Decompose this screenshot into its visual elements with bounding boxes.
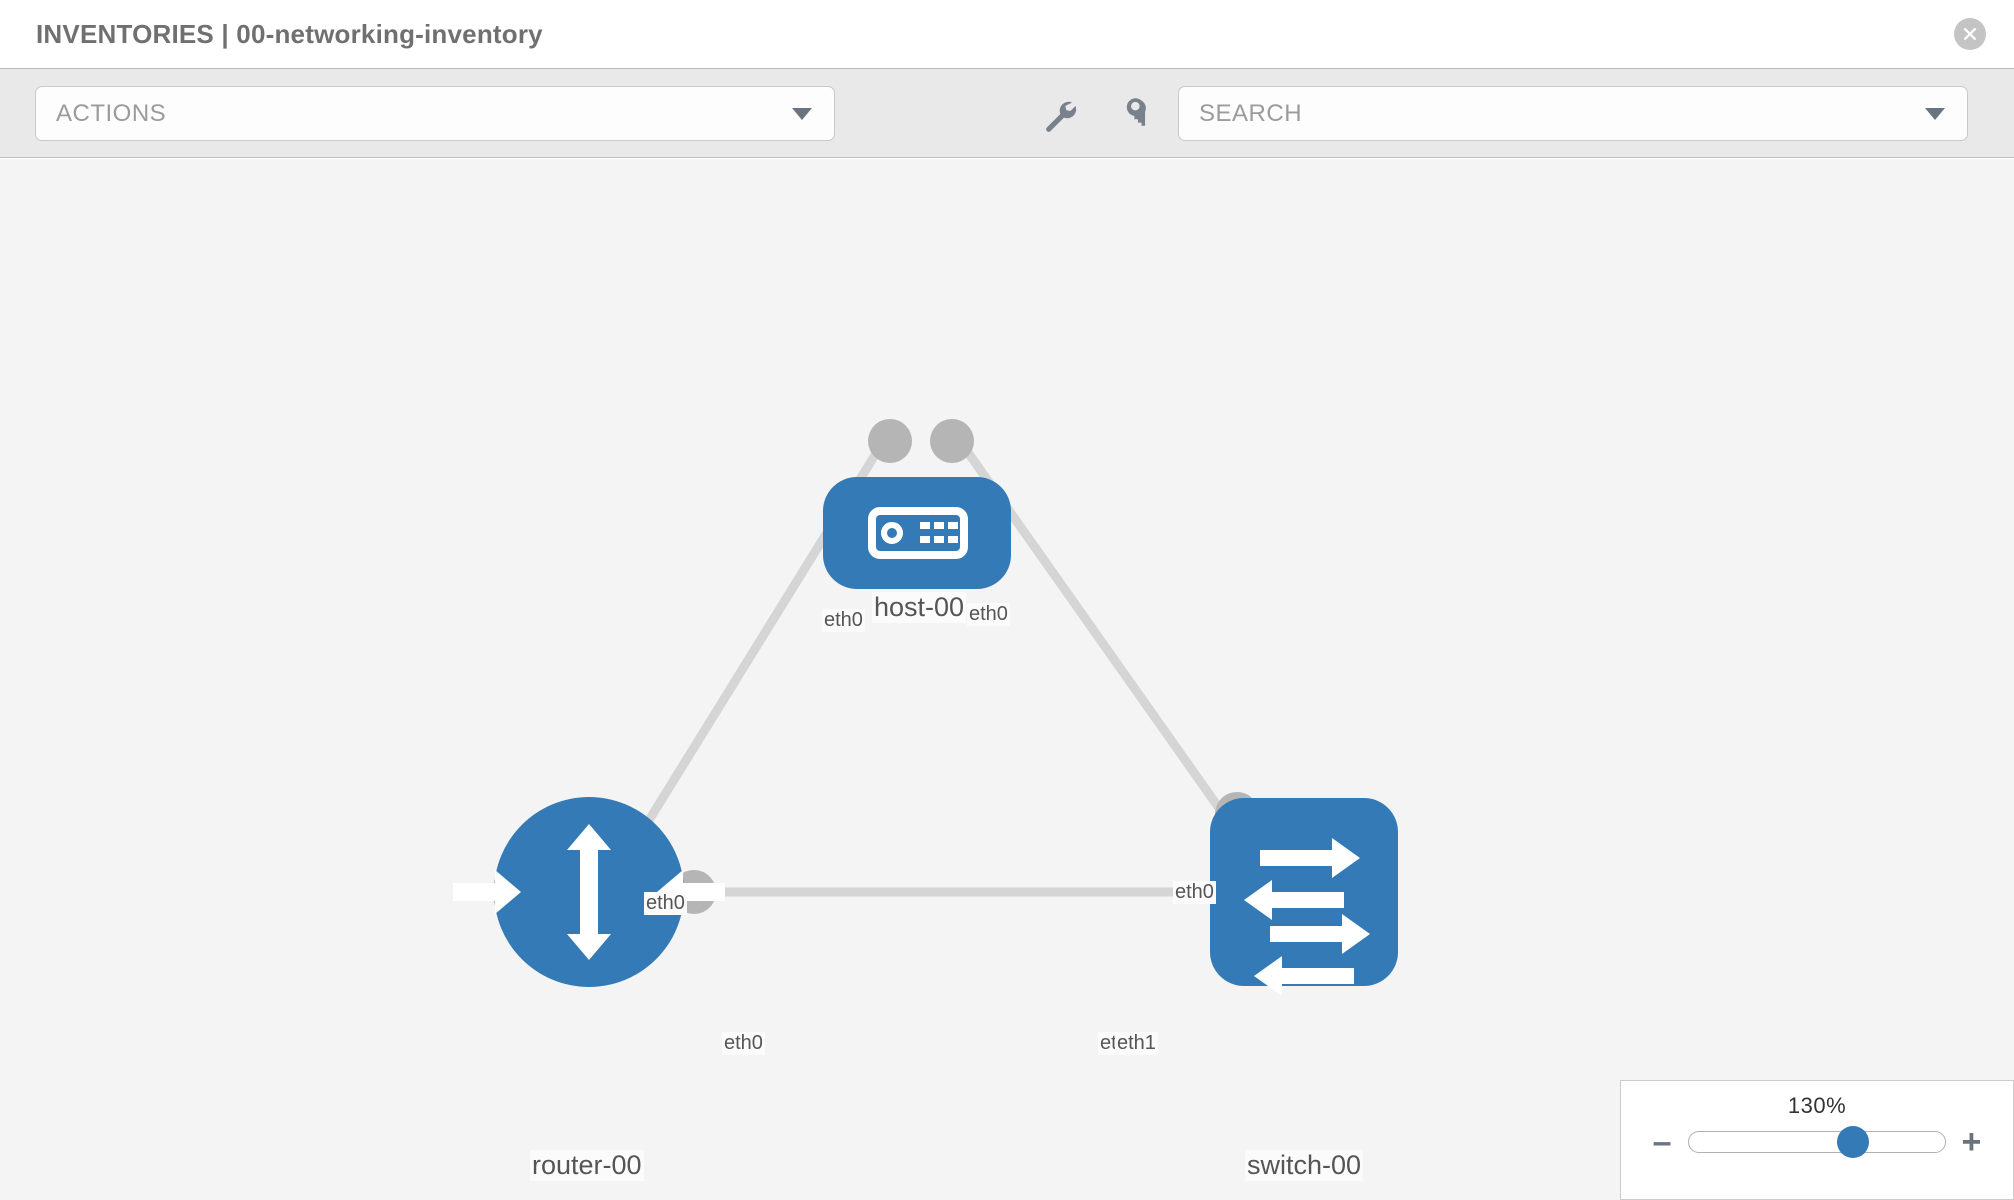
search-input[interactable]: SEARCH (1178, 86, 1968, 141)
node-host-00 (823, 477, 1011, 589)
search-placeholder: SEARCH (1199, 99, 1303, 127)
connector-dot (868, 419, 912, 463)
topology-graph (453, 419, 1398, 996)
iface-label-switch-host: eth0 (1173, 881, 1216, 904)
minus-icon[interactable]: – (1652, 1123, 1672, 1161)
page-title: INVENTORIES | 00-networking-inventory (36, 18, 543, 49)
zoom-control-panel: 130% – + (1620, 1080, 2014, 1200)
iface-label-host-router: eth0 (822, 609, 865, 632)
iface-label-router-host: eth0 (644, 892, 687, 915)
server-icon (868, 507, 968, 559)
toolbar: ACTIONS SEARCH (0, 68, 2014, 158)
close-icon[interactable] (1954, 18, 1986, 50)
page-header: INVENTORIES | 00-networking-inventory (0, 0, 2014, 68)
iface-label-router-switch: eth0 (722, 1032, 765, 1055)
zoom-slider-thumb[interactable] (1836, 1126, 1869, 1158)
key-icon[interactable] (1116, 96, 1154, 134)
iface-label-switch-router: eth1 (1115, 1032, 1158, 1055)
zoom-level-value: 130% (1787, 1093, 1847, 1118)
connector-dot (930, 419, 974, 463)
iface-label-host-switch: eth0 (967, 603, 1010, 626)
close-glyph (1963, 27, 1977, 41)
zoom-slider-row: – + (1621, 1123, 2013, 1161)
switch-arrows-icon (1244, 838, 1370, 996)
node-label-host: host-00 (872, 592, 967, 623)
wrench-icon[interactable] (1040, 96, 1078, 134)
node-switch-00 (1210, 798, 1398, 996)
chevron-down-icon[interactable] (1925, 107, 1945, 120)
actions-dropdown-label: ACTIONS (56, 99, 167, 127)
chevron-down-icon (792, 107, 812, 120)
toolbar-icon-group (1040, 96, 1154, 134)
zoom-slider[interactable] (1687, 1126, 1946, 1158)
plus-icon[interactable]: + (1961, 1123, 1982, 1161)
actions-dropdown[interactable]: ACTIONS (35, 86, 835, 141)
topology-canvas[interactable]: host-00 router-00 switch-00 eth0 eth0 et… (0, 159, 2014, 1200)
node-label-router: router-00 (530, 1150, 644, 1181)
node-label-switch: switch-00 (1245, 1150, 1364, 1181)
